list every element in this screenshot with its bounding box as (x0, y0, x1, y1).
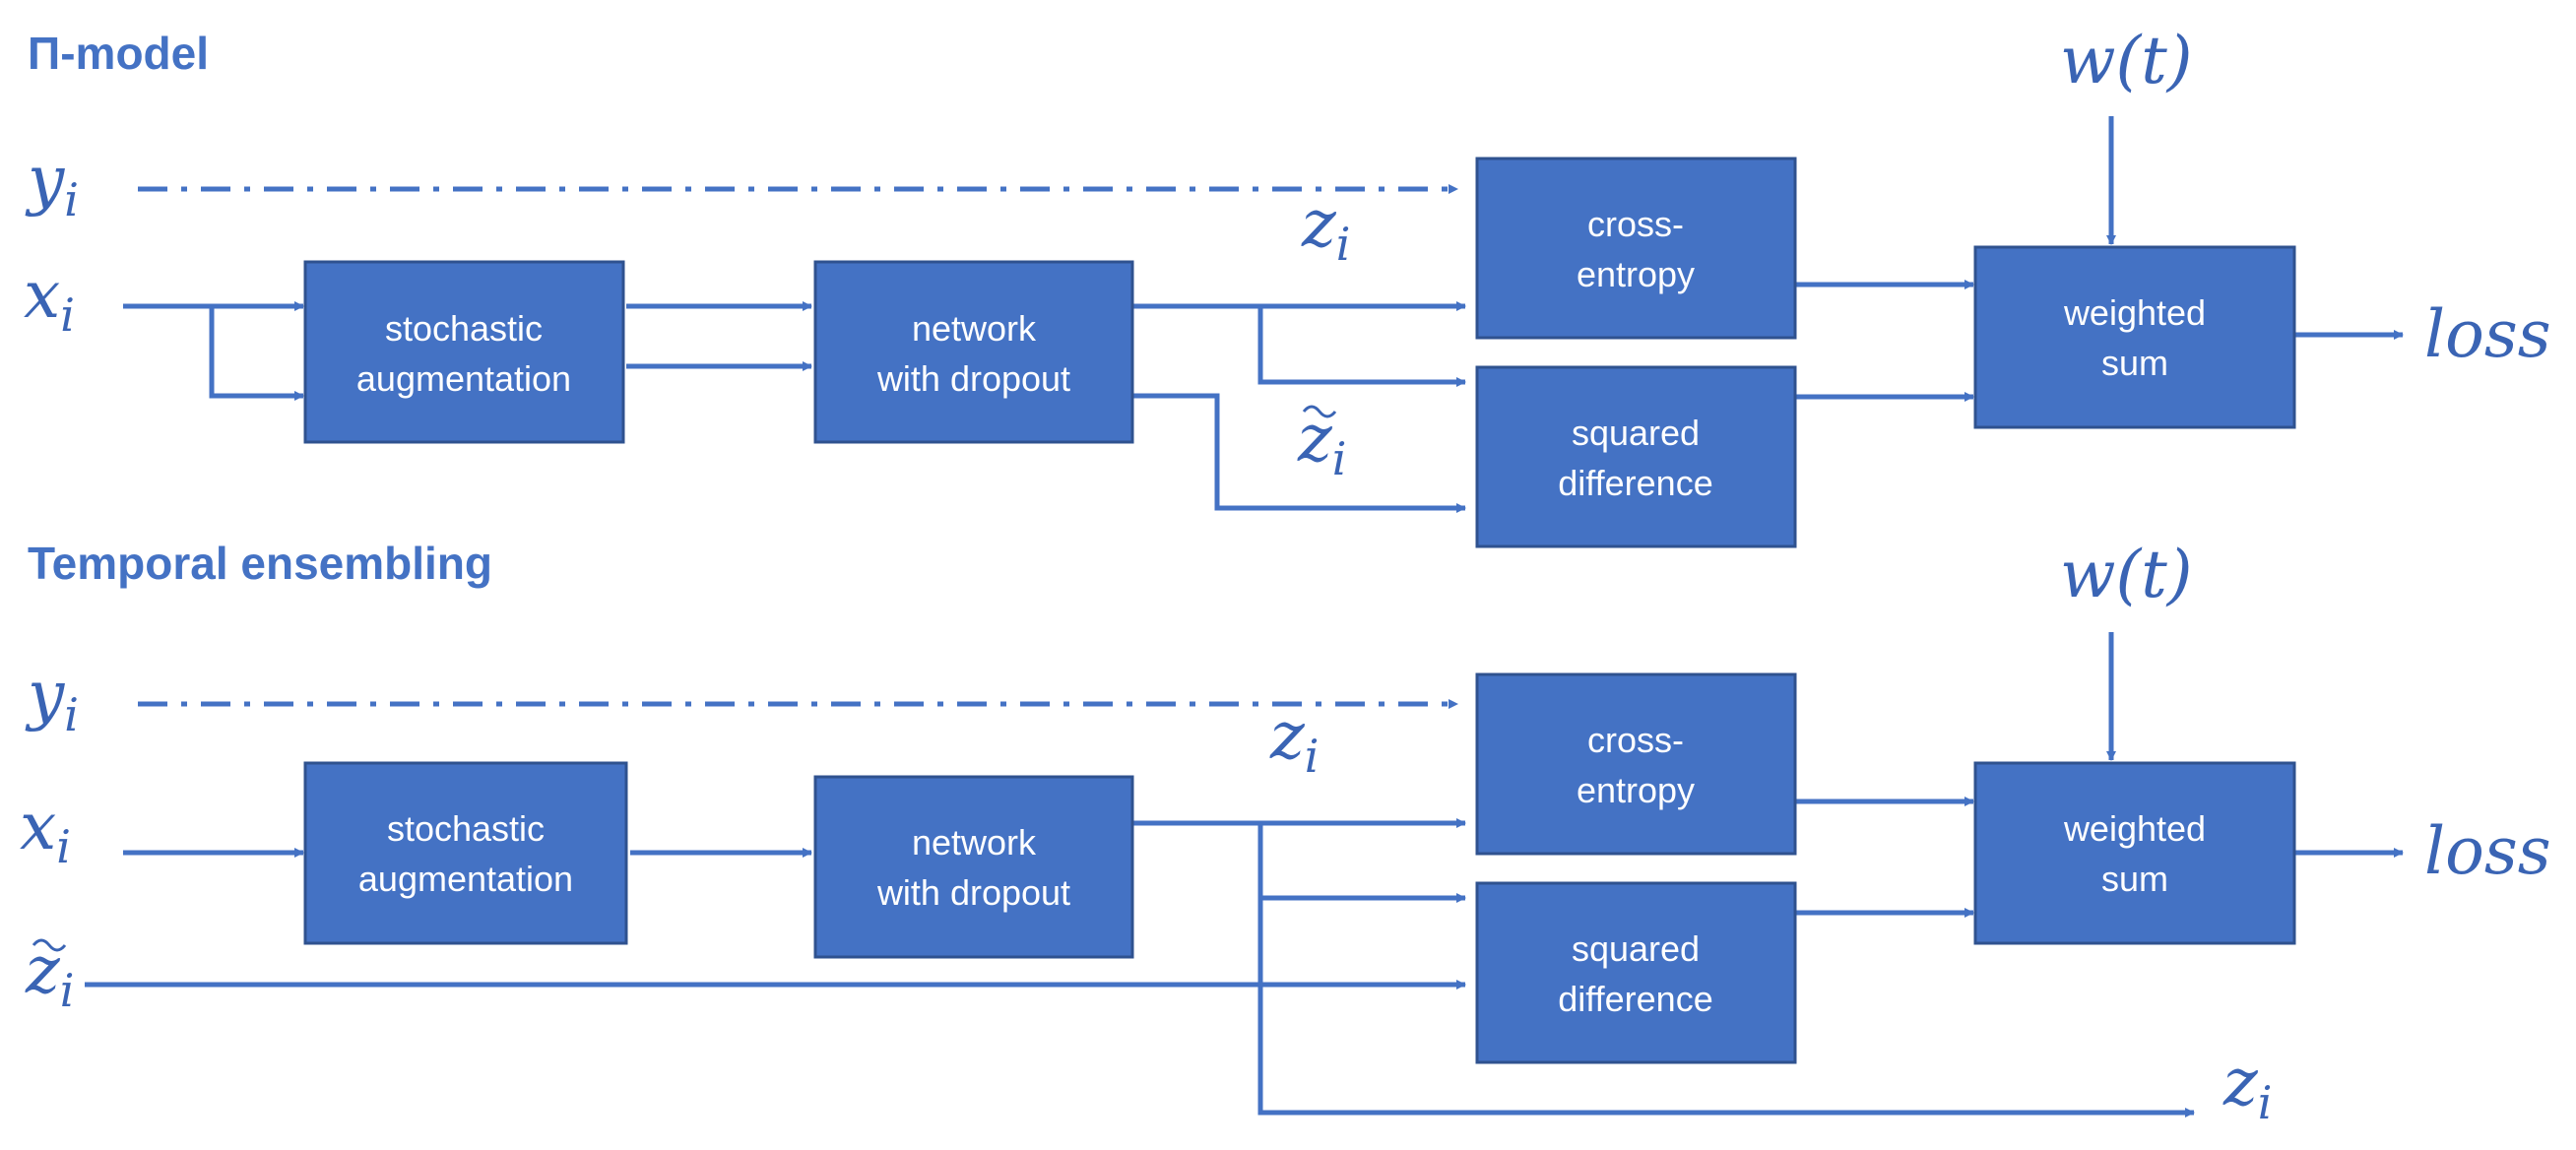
te-squared-difference-line1: squared (1572, 928, 1700, 969)
svg-text:zi: zi (1269, 698, 1320, 783)
pi-z-label: zi (1301, 186, 1351, 271)
svg-text:yi: yi (25, 142, 79, 226)
te-cross-entropy-box: cross- entropy (1475, 672, 1797, 856)
te-z-to-sd-wire (1257, 823, 1466, 903)
svg-text:zi: zi (2222, 1045, 2273, 1129)
te-cross-entropy-line2: entropy (1577, 770, 1695, 810)
svg-text:zi: zi (1301, 186, 1351, 271)
te-x-subscript: i (56, 820, 71, 873)
pi-z-symbol: z (1301, 186, 1337, 262)
pi-squared-difference-box: squared difference (1475, 365, 1797, 548)
te-cross-entropy-line1: cross- (1587, 720, 1684, 760)
pi-augmentation-line1: stochastic (385, 308, 543, 349)
pi-x-symbol: x (24, 257, 60, 333)
te-loss-label: loss (2424, 813, 2551, 889)
te-z-symbol: z (1269, 698, 1306, 774)
te-input-x-label: xi (20, 789, 71, 873)
pi-weighted-sum-box: weighted sum (1973, 245, 2296, 429)
te-augmentation-line2: augmentation (358, 859, 573, 899)
te-z-output-wire (1257, 898, 2195, 1118)
temporal-ensembling-diagram: Temporal ensembling yi xi zi stochastic … (20, 537, 2551, 1129)
pi-z-tilde-label: zi (1297, 401, 1347, 485)
svg-text:zi: zi (1297, 401, 1347, 485)
pi-weight-label: w(t) (2060, 23, 2193, 98)
pi-input-wire-bottom (209, 306, 304, 401)
pi-weighted-sum-line2: sum (2101, 343, 2168, 383)
te-network-line1: network (912, 822, 1037, 862)
pi-model-title: Π-model (28, 28, 209, 79)
pi-cross-entropy-line1: cross- (1587, 204, 1684, 244)
te-z-tilde-subscript: i (60, 964, 75, 1017)
pi-z-to-sd-wire (1257, 306, 1466, 387)
te-z-output-label: zi (2222, 1045, 2273, 1129)
pi-cross-entropy-line2: entropy (1577, 254, 1695, 294)
te-input-z-tilde-label: zi (25, 932, 75, 1017)
pi-network-line1: network (912, 308, 1037, 349)
te-squared-difference-line2: difference (1558, 979, 1712, 1019)
pi-y-subscript: i (64, 173, 79, 226)
temporal-ensembling-title: Temporal ensembling (28, 538, 492, 589)
te-input-y-label: yi (25, 657, 79, 741)
svg-text:zi: zi (25, 932, 75, 1017)
pi-augmentation-box: stochastic augmentation (303, 260, 625, 444)
pi-loss-label: loss (2424, 296, 2551, 372)
svg-text:xi: xi (24, 257, 75, 342)
pi-augmentation-line2: augmentation (356, 358, 571, 399)
te-weighted-sum-line1: weighted (2063, 808, 2206, 849)
pi-squared-difference-line1: squared (1572, 413, 1700, 453)
te-z-subscript: i (1305, 730, 1320, 783)
te-x-symbol: x (20, 789, 56, 864)
pi-z-tilde-symbol: z (1297, 401, 1333, 477)
pi-network-line2: with dropout (876, 358, 1070, 399)
pi-cross-entropy-box: cross- entropy (1475, 157, 1797, 340)
te-weighted-sum-line2: sum (2101, 859, 2168, 899)
pi-network-box: network with dropout (813, 260, 1134, 444)
svg-text:xi: xi (20, 789, 71, 873)
pi-z-tilde-subscript: i (1332, 432, 1347, 485)
pi-x-subscript: i (60, 288, 75, 342)
te-augmentation-line1: stochastic (387, 808, 545, 849)
te-weighted-sum-box: weighted sum (1973, 761, 2296, 945)
pi-model-diagram: Π-model yi xi stochastic augmentation ne… (24, 23, 2551, 548)
te-z-label: zi (1269, 698, 1320, 783)
pi-ztilde-to-sd-wire (1132, 393, 1466, 513)
te-y-subscript: i (64, 688, 79, 741)
te-squared-difference-box: squared difference (1475, 881, 1797, 1064)
te-network-box: network with dropout (813, 775, 1134, 959)
te-z-tilde-symbol: z (25, 932, 61, 1008)
pi-input-y-label: yi (25, 142, 79, 226)
te-augmentation-box: stochastic augmentation (303, 761, 628, 945)
te-y-symbol: y (25, 657, 65, 733)
te-tilde-mark (32, 938, 67, 952)
pi-input-x-label: xi (24, 257, 75, 342)
te-weight-label: w(t) (2060, 537, 2193, 612)
te-z-output-subscript: i (2258, 1076, 2273, 1129)
te-network-line2: with dropout (876, 872, 1070, 913)
pi-z-subscript: i (1336, 218, 1351, 271)
svg-text:yi: yi (25, 657, 79, 741)
pi-weighted-sum-line1: weighted (2063, 292, 2206, 333)
te-z-output-symbol: z (2222, 1045, 2259, 1120)
pi-tilde-mark (1302, 405, 1337, 418)
pi-y-symbol: y (25, 142, 65, 218)
pi-squared-difference-line2: difference (1558, 463, 1712, 503)
